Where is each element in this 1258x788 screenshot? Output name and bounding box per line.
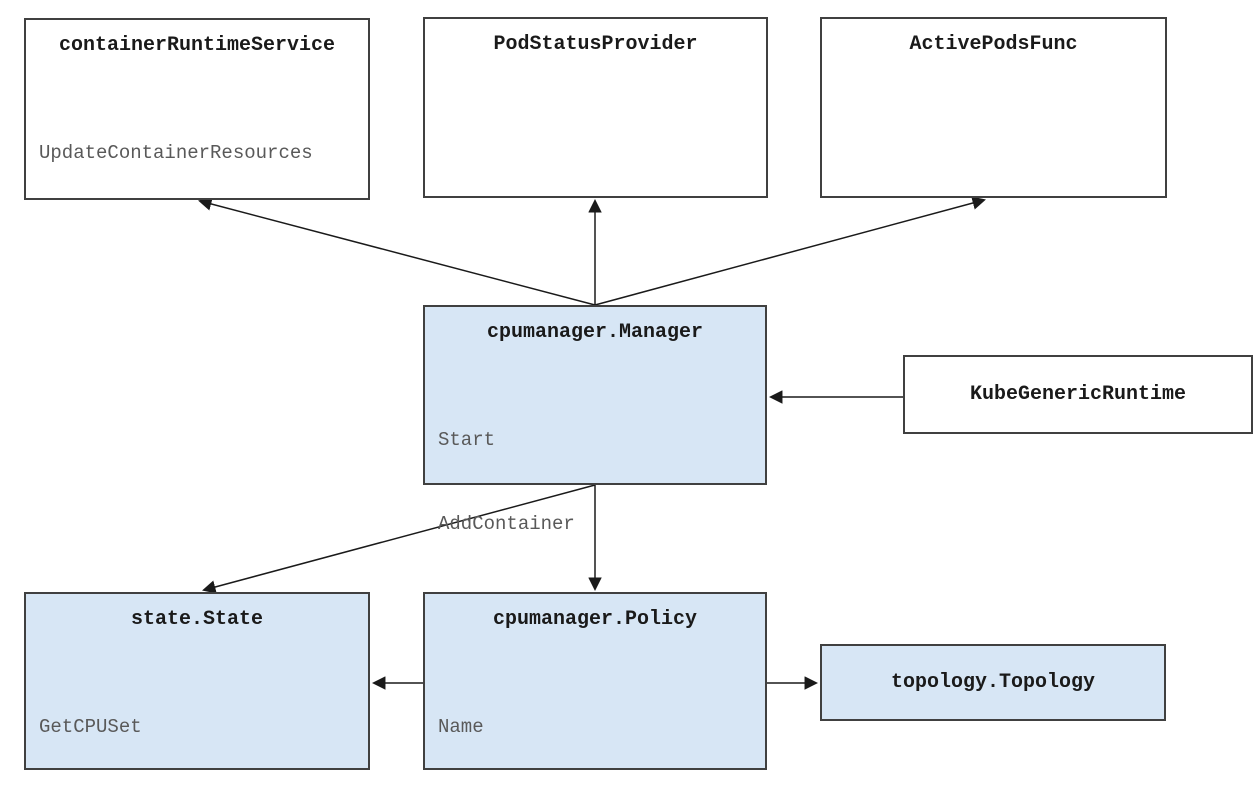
box-cpumanager-manager: cpumanager.Manager Start AddContainer Re… — [423, 305, 767, 703]
box-pod-status-provider: PodStatusProvider — [423, 17, 768, 198]
box-title: containerRuntimeService — [58, 34, 336, 57]
box-title: state.State — [130, 608, 264, 631]
method-item: Start — [438, 429, 496, 451]
method-item: Name — [438, 716, 484, 738]
method-item: GetCPUSet — [39, 716, 142, 738]
box-cpumanager-policy: cpumanager.Policy Name AddContainer Remo… — [423, 592, 767, 770]
box-title: cpumanager.Manager — [486, 321, 704, 344]
box-kube-generic-runtime: KubeGenericRuntime — [903, 355, 1253, 434]
method-item: UpdateContainerResources — [39, 142, 313, 164]
box-active-pods-func: ActivePodsFunc — [820, 17, 1167, 198]
box-title: ActivePodsFunc — [909, 33, 1078, 56]
box-title: cpumanager.Policy — [492, 608, 698, 631]
box-title: topology.Topology — [890, 670, 1096, 694]
arrow-manager-to-activepodsfunc — [594, 196, 986, 306]
box-method-list: UpdateContainerResources — [26, 83, 368, 223]
arrow-manager-to-statestate — [202, 484, 596, 594]
box-method-list: Name AddContainer RemoveContainer — [425, 657, 765, 788]
box-state-state: state.State GetCPUSet GetDefaultCPUSet S… — [24, 592, 370, 770]
box-method-list: GetCPUSet GetDefaultCPUSet SetCPUSet Set… — [26, 657, 368, 788]
box-title: KubeGenericRuntime — [969, 382, 1187, 406]
box-topology-topology: topology.Topology — [820, 644, 1166, 721]
box-title: PodStatusProvider — [493, 33, 698, 56]
method-item: AddContainer — [438, 513, 575, 535]
box-container-runtime-service: containerRuntimeService UpdateContainerR… — [24, 18, 370, 200]
arrow-manager-to-containerruntimeservice — [198, 197, 596, 306]
